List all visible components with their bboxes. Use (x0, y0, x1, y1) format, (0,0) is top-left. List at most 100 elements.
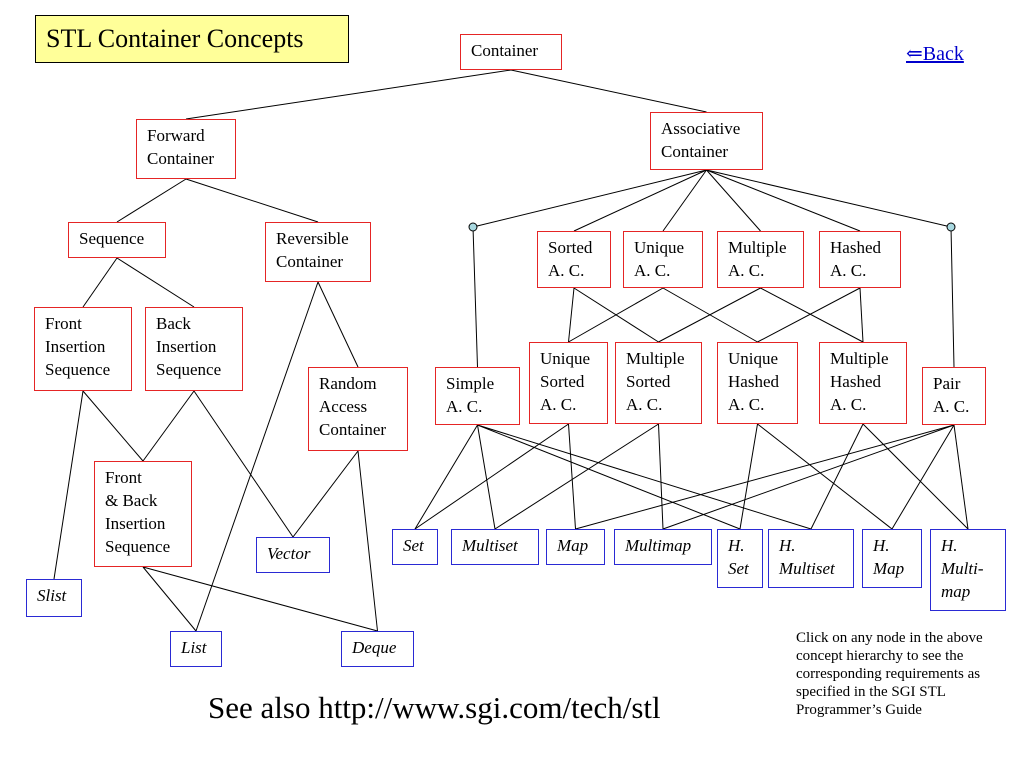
node-label: H. (873, 536, 890, 555)
edge-multiple-hashed-ac-to-hash-multimap (862, 423, 969, 530)
node-label: Sequence (156, 360, 222, 379)
edge-simple-ac-to-multiset (477, 424, 496, 530)
edge-sorted-ac-to-unique-sorted-ac (568, 287, 575, 343)
node-label: Multiset (779, 559, 835, 578)
node-hash-multiset[interactable]: H. Multiset (768, 529, 854, 588)
node-label: Insertion (45, 337, 106, 356)
node-hash-map[interactable]: H.Map (862, 529, 922, 588)
node-label: Unique (540, 349, 591, 368)
edge-back-insertion-sequence-to-vector (193, 390, 294, 538)
node-deque[interactable]: Deque (341, 631, 414, 667)
node-label: Pair (933, 374, 961, 393)
node-label: List (181, 638, 207, 657)
edge-unique-ac-to-unique-hashed-ac (662, 287, 758, 343)
node-label: A. C. (830, 261, 867, 280)
node-label: A. C. (548, 261, 585, 280)
instructions-note: Click on any node in the above concept h… (796, 630, 983, 718)
node-slist[interactable]: Slist (26, 579, 82, 617)
junction-left-dot (468, 222, 478, 232)
node-label: Simple (446, 374, 495, 393)
node-map[interactable]: Map (546, 529, 605, 565)
edge-multiple-ac-to-multiple-hashed-ac (760, 287, 864, 343)
node-hash-set[interactable]: H. Set (717, 529, 763, 588)
edge-front-insertion-sequence-to-slist (53, 390, 84, 580)
node-label: A. C. (540, 395, 577, 414)
node-sequence[interactable]: Sequence (68, 222, 166, 258)
node-label: H. (728, 536, 745, 555)
edge-associative-container-to-multiple-ac (706, 169, 761, 232)
junction-right-dot (946, 222, 956, 232)
edge-associative-container-to-unique-ac (662, 169, 707, 232)
node-label: Unique (634, 238, 685, 257)
node-multiset[interactable]: Multiset (451, 529, 539, 565)
edge-associative-container-to-junction-right (706, 169, 952, 228)
edge-back-insertion-sequence-to-front-back-insertion-sequence (142, 390, 195, 462)
node-label: Insertion (156, 337, 217, 356)
node-simple-ac[interactable]: Simple A. C. (435, 367, 520, 425)
edge-unique-sorted-ac-to-map (568, 423, 576, 530)
node-container[interactable]: Container (460, 34, 562, 70)
node-label: Sequence (79, 229, 145, 248)
node-multimap[interactable]: Multimap (614, 529, 712, 565)
node-list[interactable]: List (170, 631, 222, 667)
edge-unique-ac-to-unique-sorted-ac (568, 287, 664, 343)
node-label: Unique (728, 349, 779, 368)
node-label: Sorted (548, 238, 593, 257)
node-set[interactable]: Set (392, 529, 438, 565)
edge-unique-sorted-ac-to-set (414, 423, 569, 530)
node-label: map (941, 582, 971, 601)
edge-multiple-hashed-ac-to-hash-multiset (810, 423, 864, 530)
node-label: Multiple (728, 238, 787, 257)
node-label: Container (471, 41, 539, 60)
node-label: Container (319, 420, 387, 439)
node-label: Multi- (941, 559, 984, 578)
back-link[interactable]: ⇐Back (906, 43, 964, 65)
node-label: Set (728, 559, 749, 578)
node-label: Slist (37, 586, 67, 605)
node-label: A. C. (728, 395, 765, 414)
edge-front-insertion-sequence-to-front-back-insertion-sequence (82, 390, 144, 462)
node-label: H. (779, 536, 796, 555)
node-hashed-ac[interactable]: Hashed A. C. (819, 231, 901, 288)
node-hash-multimap[interactable]: H.Multi-map (930, 529, 1006, 611)
node-label: Set (403, 536, 424, 555)
edge-forward-container-to-reversible-container (185, 178, 319, 223)
node-vector[interactable]: Vector (256, 537, 330, 573)
node-label: A. C. (933, 397, 970, 416)
node-label: Sequence (45, 360, 111, 379)
node-label: Forward (147, 126, 205, 145)
node-label: A. C. (446, 397, 483, 416)
edge-multiple-ac-to-multiple-sorted-ac (658, 287, 761, 343)
node-label: Map (557, 536, 589, 555)
edge-container-to-forward-container (185, 69, 512, 120)
node-label: & Back (105, 491, 158, 510)
node-unique-ac[interactable]: Unique A. C. (623, 231, 703, 288)
node-pair-ac[interactable]: Pair A. C. (922, 367, 986, 425)
edge-front-back-insertion-sequence-to-deque (142, 566, 378, 632)
edge-simple-ac-to-hash-multiset (477, 424, 812, 530)
edge-simple-ac-to-hash-set (477, 424, 741, 530)
node-label: A. C. (626, 395, 663, 414)
node-label: Sorted (626, 372, 671, 391)
node-label: A. C. (634, 261, 671, 280)
node-sorted-ac[interactable]: Sorted A. C. (537, 231, 611, 288)
node-label: Reversible (276, 229, 349, 248)
node-label: Sequence (105, 537, 171, 556)
node-label: Access (319, 397, 368, 416)
edge-sorted-ac-to-multiple-sorted-ac (573, 287, 659, 343)
edge-hashed-ac-to-unique-hashed-ac (757, 287, 861, 343)
node-label: Hashed (830, 372, 881, 391)
node-label: Hashed (830, 238, 881, 257)
